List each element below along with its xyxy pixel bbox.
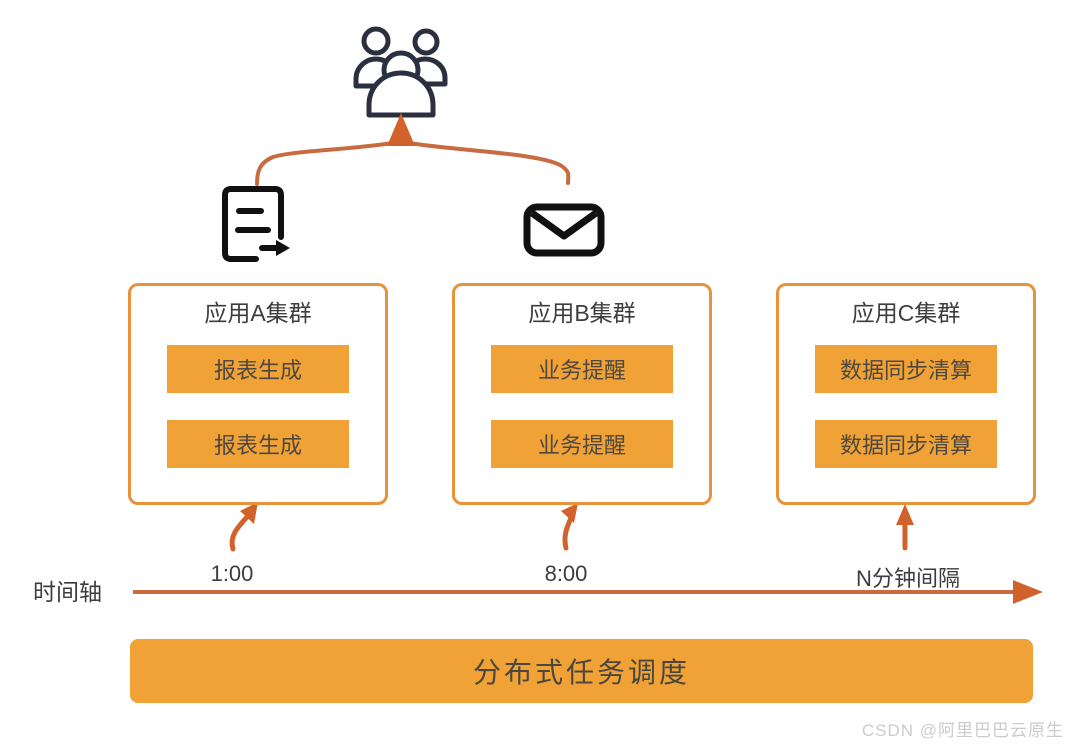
arrow-up-cluster-c: [896, 504, 914, 551]
timeline-tick-2: 8:00: [544, 561, 588, 586]
watermark: CSDN @阿里巴巴云原生: [861, 721, 1064, 740]
users-icon: [353, 26, 448, 118]
merge-connector: [255, 141, 571, 186]
document-export-icon: [222, 186, 290, 262]
cluster-title: 应用A集群: [204, 300, 312, 326]
cluster-box-c: 应用C集群 数据同步清算 数据同步清算: [776, 283, 1036, 505]
scheduler-bar: 分布式任务调度: [130, 639, 1033, 703]
cluster-title: 应用B集群: [528, 300, 636, 326]
arrow-up-cluster-a: [229, 502, 258, 552]
task-chip: 业务提醒: [491, 420, 673, 468]
task-chip: 业务提醒: [491, 345, 673, 393]
timeline-axis-label: 时间轴: [33, 579, 102, 605]
arrow-up-cluster-b: [561, 503, 578, 551]
timeline-tick-1: 1:00: [210, 561, 254, 586]
task-chip: 数据同步清算: [815, 345, 997, 393]
cluster-box-b: 应用B集群 业务提醒 业务提醒: [452, 283, 712, 505]
mail-icon: [523, 203, 605, 257]
arrow-right-glyph: [276, 240, 290, 256]
cluster-title: 应用C集群: [851, 300, 961, 326]
task-chip: 报表生成: [167, 345, 349, 393]
timeline-tick-3: N分钟间隔: [856, 566, 960, 591]
task-chip: 报表生成: [167, 420, 349, 468]
cluster-box-a: 应用A集群 报表生成 报表生成: [128, 283, 388, 505]
task-chip: 数据同步清算: [815, 420, 997, 468]
